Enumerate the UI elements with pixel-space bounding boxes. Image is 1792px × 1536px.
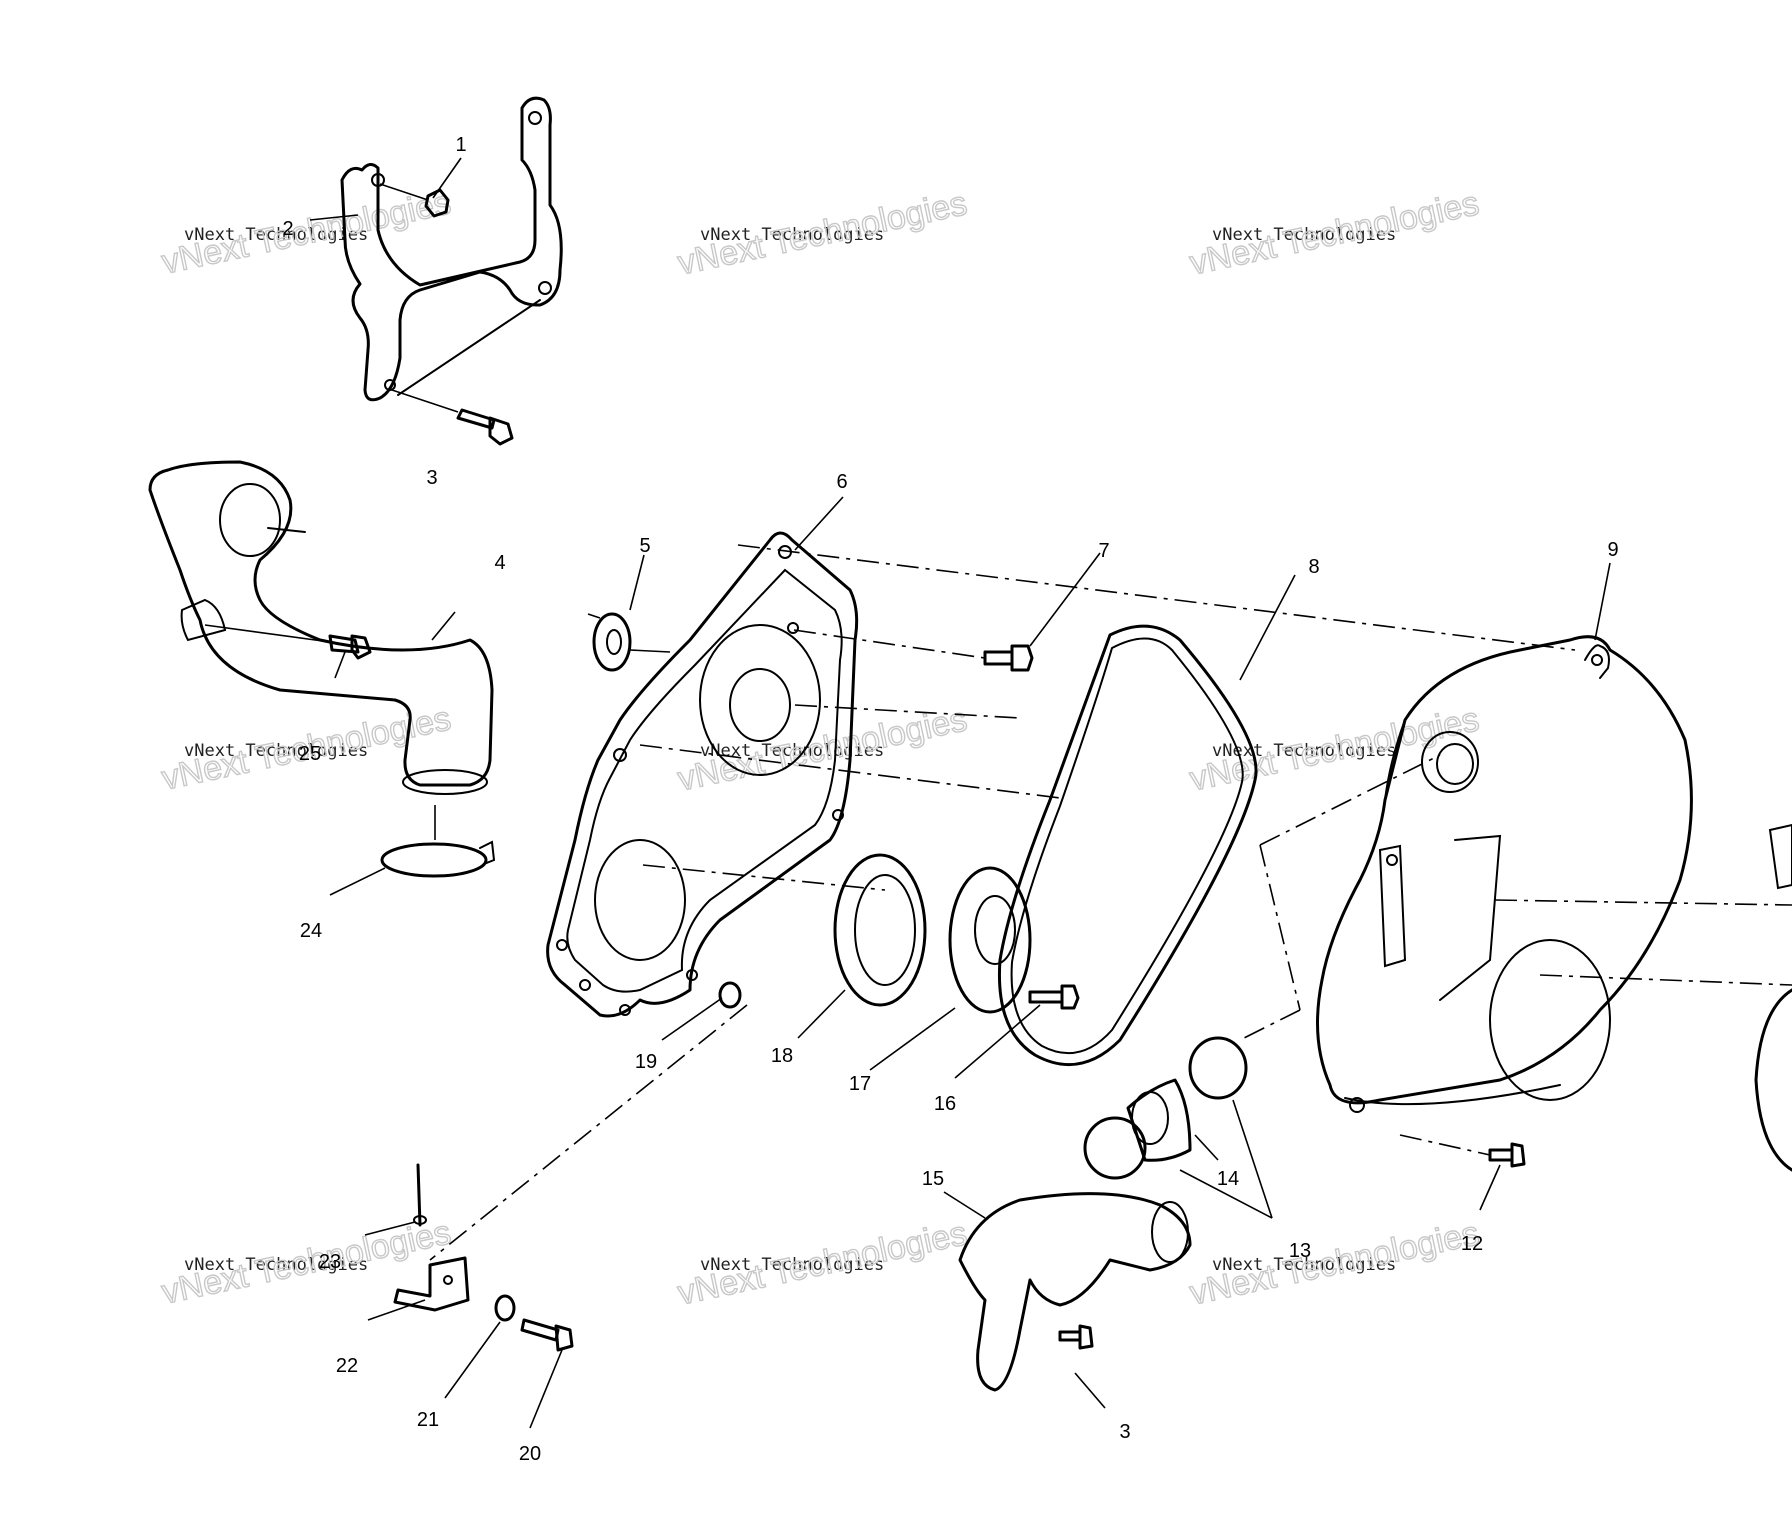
callout-8: 8: [1308, 556, 1319, 578]
callout-9: 9: [1607, 539, 1618, 561]
callout-7: 7: [1098, 540, 1109, 562]
plate-part-17: [948, 866, 1032, 1014]
svg-text:vNext Technologies: vNext Technologies: [700, 225, 884, 245]
svg-text:vNext Technologies: vNext Technologies: [184, 1255, 368, 1275]
callout-3-top: 3: [426, 467, 437, 489]
svg-text:vNext Technologies: vNext Technologies: [184, 741, 368, 761]
svg-text:vNext Technologies: vNext Technologies: [700, 1255, 884, 1275]
washer-part-21: [494, 1294, 516, 1322]
callout-22: 22: [336, 1355, 358, 1377]
inner-cover-part-6: [546, 531, 859, 1018]
watermarks: vNext Technologies vNext Technologies vN…: [158, 183, 1483, 1314]
bracket-part-2: [340, 96, 563, 402]
alignment-lines: [429, 544, 1792, 1261]
belt-part-8: [997, 624, 1258, 1067]
callout-19: 19: [635, 1051, 657, 1073]
seal-part-18: [833, 853, 927, 1007]
callout-23: 23: [319, 1251, 341, 1273]
duct-part-15: [958, 1192, 1192, 1392]
callout-2: 2: [282, 218, 293, 240]
bolt-part-3-top: [391, 389, 514, 446]
bolt-part-20: [520, 1318, 574, 1352]
clamps-part-13: [1083, 1036, 1248, 1180]
washer-part-19: [718, 981, 742, 1009]
bolt-part-16: [1028, 984, 1080, 1010]
callout-15: 15: [922, 1168, 944, 1190]
clamp-part-24: [380, 805, 496, 878]
callout-13: 13: [1289, 1240, 1311, 1262]
watermark: vNext Technologies vNext Technologies: [158, 1213, 455, 1313]
callout-12: 12: [1461, 1233, 1483, 1255]
bolt-part-3-bottom: [1058, 1324, 1094, 1350]
callout-5: 5: [639, 535, 650, 557]
bolt-part-25: [204, 624, 372, 660]
nut-part-1: [379, 183, 450, 218]
callout-24: 24: [300, 920, 322, 942]
outer-cover-part-9: [1316, 635, 1693, 1113]
watermark: vNext Technologies vNext Technologies: [674, 1214, 971, 1314]
callout-4: 4: [494, 552, 505, 574]
bolt-part-7: [983, 644, 1034, 672]
callout-20: 20: [519, 1443, 541, 1465]
callout-21: 21: [417, 1409, 439, 1431]
coupler-part-14: [1126, 1078, 1192, 1162]
watermark: vNext Technologies vNext Technologies: [158, 183, 455, 283]
callout-17: 17: [849, 1073, 871, 1095]
svg-text:vNext Technologies: vNext Technologies: [1212, 225, 1396, 245]
watermark: vNext Technologies vNext Technologies: [1186, 1214, 1483, 1314]
watermark: vNext Technologies vNext Technologies: [674, 700, 971, 800]
duct-part-4: [148, 460, 494, 795]
callout-14: 14: [1217, 1168, 1239, 1190]
svg-text:vNext Technologies: vNext Technologies: [1212, 741, 1396, 761]
callout-6: 6: [836, 471, 847, 493]
callout-1: 1: [455, 134, 466, 156]
edge-partial-component: [1754, 823, 1792, 1172]
watermark: vNext Technologies vNext Technologies: [1186, 184, 1483, 284]
callout-18: 18: [771, 1045, 793, 1067]
svg-text:vNext Technologies: vNext Technologies: [184, 225, 368, 245]
callout-25: 25: [299, 743, 321, 765]
callout-3-bottom: 3: [1119, 1421, 1130, 1443]
watermark: vNext Technologies vNext Technologies: [1186, 700, 1483, 800]
callouts: 1 2 3 4 5 6 7 8 9 12 13 14 15 16 17 18 1…: [282, 134, 1618, 1465]
screw-part-12: [1488, 1142, 1526, 1168]
svg-text:vNext Technologies: vNext Technologies: [1212, 1255, 1396, 1275]
leader-lines: [309, 157, 1611, 1429]
svg-text:vNext Technologies: vNext Technologies: [700, 741, 884, 761]
callout-16: 16: [934, 1093, 956, 1115]
washer-part-5: [587, 612, 671, 672]
wire-part-23: [413, 1163, 427, 1227]
watermark: vNext Technologies vNext Technologies: [674, 184, 971, 284]
bracket-part-22: [393, 1256, 470, 1312]
